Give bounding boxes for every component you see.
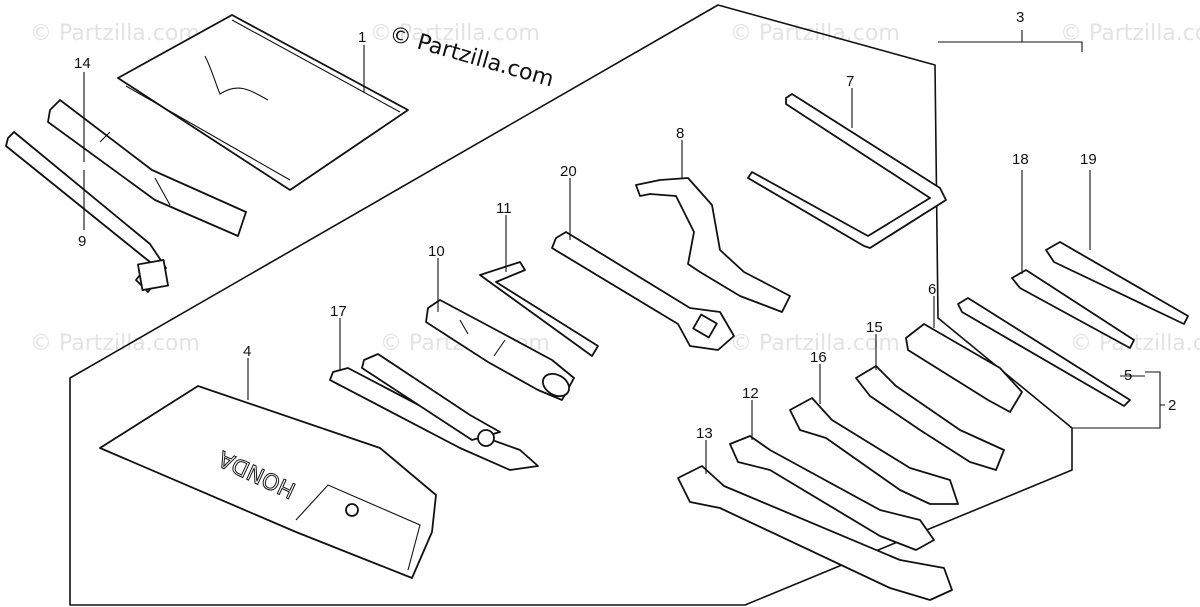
- callout-19: 19: [1080, 151, 1097, 168]
- bracket-3: [938, 30, 1083, 52]
- part-5-bit: [957, 297, 1131, 407]
- callout-6: 6: [928, 281, 936, 298]
- callout-12: 12: [742, 385, 759, 402]
- watermark: © Partzilla.com: [1060, 21, 1200, 46]
- callout-4: 4: [243, 343, 251, 360]
- callout-3: 3: [1016, 9, 1024, 26]
- part-19-bit: [1045, 241, 1189, 325]
- callout-5: 5: [1124, 367, 1132, 384]
- callout-14: 14: [74, 55, 91, 72]
- part-12-combo-wrench: [729, 435, 935, 551]
- callout-2: 2: [1168, 397, 1176, 414]
- part-7-bent-rod: [747, 93, 947, 249]
- part-17-pliers: [329, 353, 539, 471]
- part-8-spanner: [635, 177, 791, 313]
- leader-lines: [83, 45, 1145, 474]
- watermark: © Partzilla.com: [1070, 331, 1200, 356]
- part-13-combo-wrench: [677, 465, 953, 601]
- callout-13: 13: [696, 425, 713, 442]
- watermark: © Partzilla.com: [730, 331, 900, 356]
- callout-16: 16: [810, 349, 827, 366]
- callout-labels: 1 2 3 4 5 6 7 8 9 10 11 12 13 14 15 16 1…: [74, 9, 1176, 442]
- callout-18: 18: [1012, 151, 1029, 168]
- callout-15: 15: [866, 319, 883, 336]
- part-10-plug-wrench: [425, 299, 575, 401]
- callout-17: 17: [330, 303, 347, 320]
- part-15-open-wrench: [855, 365, 1005, 471]
- watermark: © Partzilla.com: [730, 21, 900, 46]
- callout-11: 11: [496, 200, 512, 217]
- part-1-manual-pouch: [117, 14, 409, 191]
- part-18-bit: [1011, 269, 1135, 349]
- callout-9: 9: [78, 233, 86, 250]
- callout-10: 10: [428, 243, 445, 260]
- callout-20: 20: [560, 163, 577, 180]
- part-9-box-wrench: [5, 131, 169, 293]
- part-16-open-wrench: [789, 397, 959, 505]
- callout-8: 8: [676, 125, 684, 142]
- watermark: © Partzilla.com: [30, 21, 200, 46]
- callout-7: 7: [846, 73, 854, 90]
- part-14-handle: [47, 99, 247, 237]
- part-11-hex-key: [479, 261, 599, 357]
- callout-1: 1: [358, 29, 366, 46]
- part-4-tool-bag: HONDA: [99, 385, 437, 579]
- watermark: © Partzilla.com: [370, 21, 540, 46]
- part-20-flat-wrench: [551, 231, 735, 351]
- bracket-2: [1072, 371, 1165, 429]
- part-6-screwdriver-grip: [905, 323, 1023, 413]
